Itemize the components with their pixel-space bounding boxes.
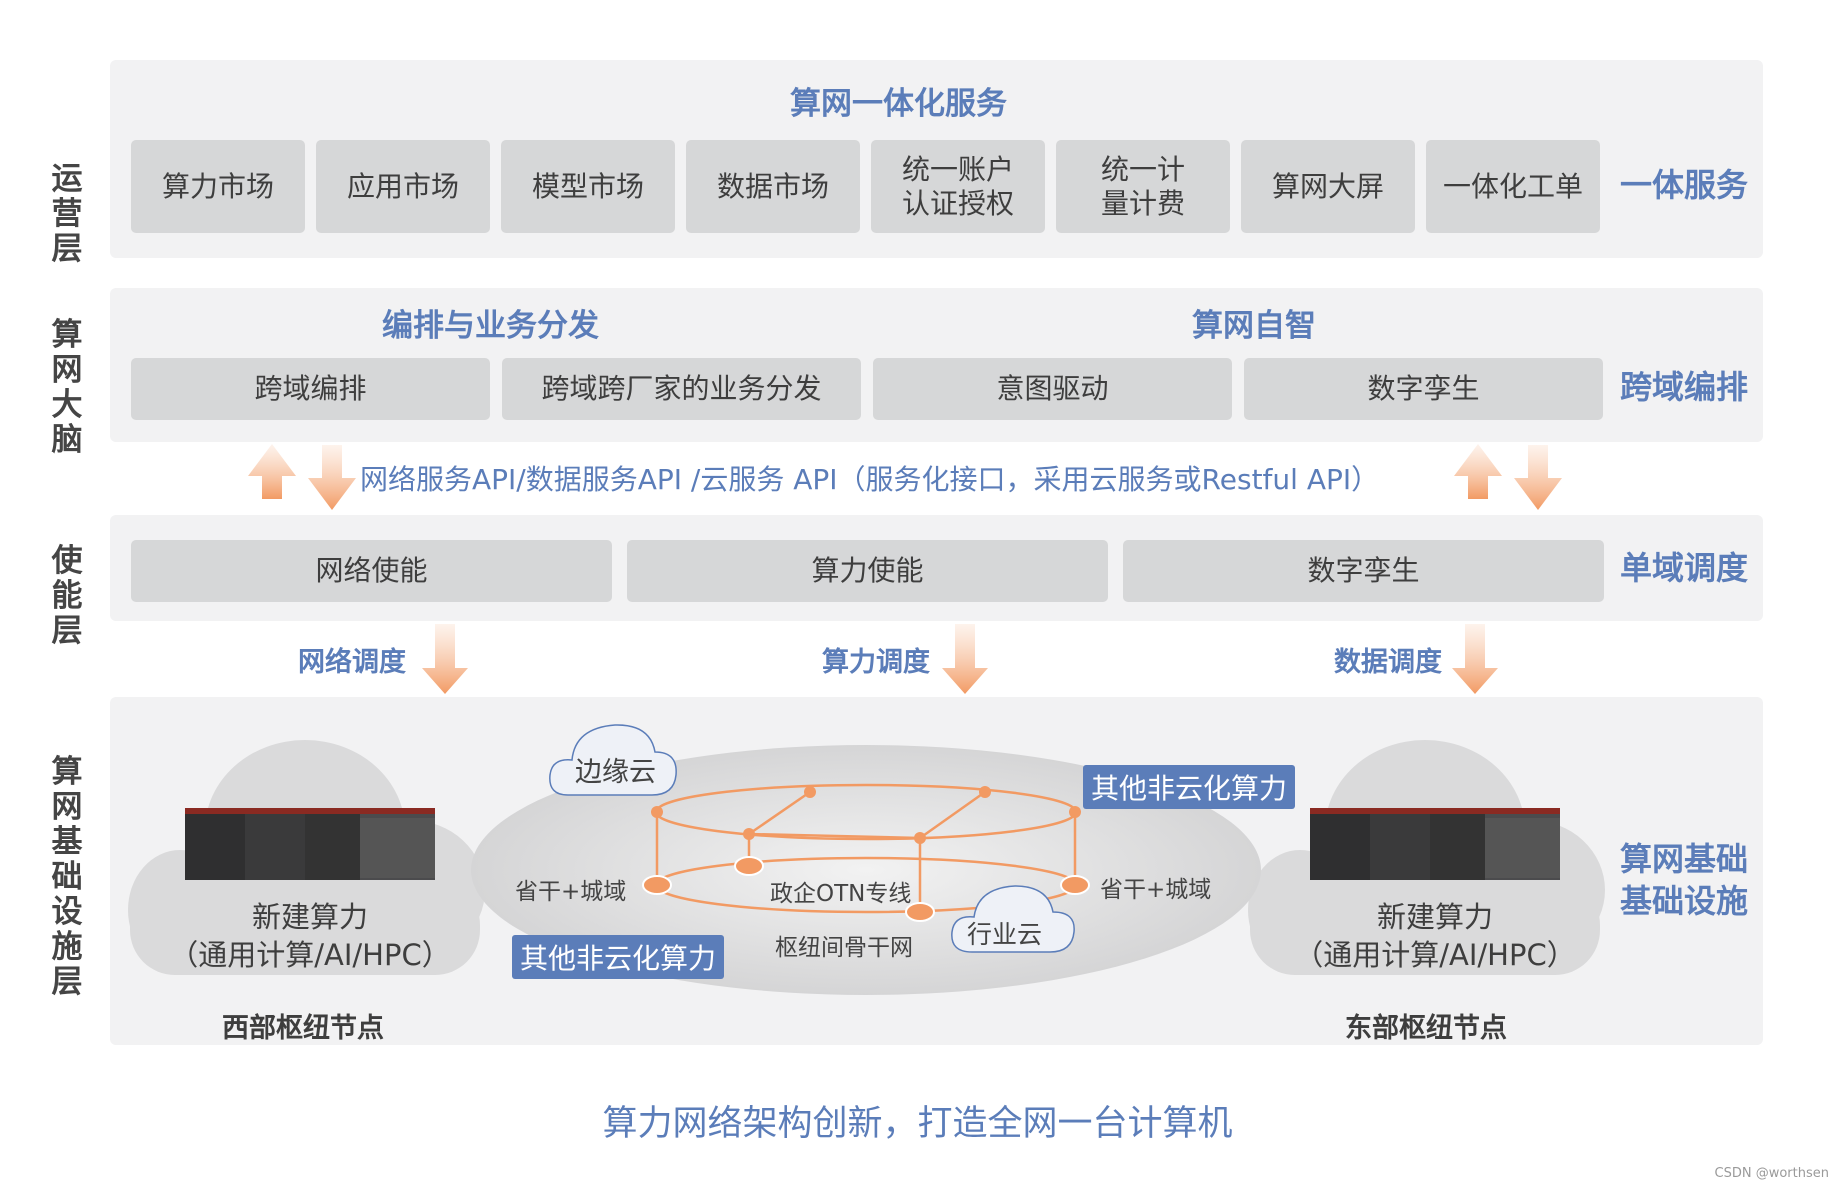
- enable-side-title: 单域调度: [1620, 549, 1749, 587]
- brain-side-title: 跨域编排: [1620, 368, 1749, 406]
- backbone-label: 枢纽间骨干网: [775, 935, 913, 961]
- ops-side-title: 一体服务: [1620, 166, 1749, 204]
- east-node-label: 东部枢纽节点: [1345, 1013, 1507, 1044]
- api-arrows-left: [248, 444, 356, 510]
- schedule-network: 网络调度: [298, 647, 406, 678]
- bottom-caption: 算力网络架构创新，打造全网一台计算机: [602, 1104, 1233, 1144]
- left-trunk-label: 省干+城域: [515, 879, 627, 905]
- enable-item-box-0: 网络使能: [131, 540, 612, 602]
- layer-label-brain: 算网大脑: [51, 317, 83, 458]
- ops-service-box-5: 统一计 量计费: [1056, 140, 1230, 233]
- other-compute-tag-left: 其他非云化算力: [512, 935, 725, 979]
- industry-cloud-label: 行业云: [967, 920, 1043, 949]
- otn-label: 政企OTN专线: [770, 881, 912, 907]
- industry-cloud-icon: [951, 885, 1075, 953]
- edge-cloud-icon: [549, 724, 677, 796]
- brain-item-box-0: 跨域编排: [131, 358, 490, 420]
- schedule-data: 数据调度: [1334, 647, 1442, 678]
- api-description: 网络服务API/数据服务API /云服务 API（服务化接口，采用云服务或Res…: [360, 463, 1380, 496]
- api-arrows-right: [1454, 444, 1562, 510]
- west-compute-label: 新建算力 （通用计算/AI/HPC）: [169, 900, 451, 972]
- network-nodes: [651, 786, 1081, 844]
- brain-item-box-1: 跨域跨厂家的业务分发: [502, 358, 861, 420]
- brain-title-left: 编排与业务分发: [382, 308, 599, 344]
- other-compute-tag-right: 其他非云化算力: [1083, 765, 1296, 809]
- right-trunk-label: 省干+城域: [1100, 877, 1212, 903]
- enable-item-box-1: 算力使能: [627, 540, 1108, 602]
- schedule-arrows: [422, 624, 1498, 694]
- east-server-racks: [1310, 808, 1560, 880]
- ops-service-box-2: 模型市场: [501, 140, 675, 233]
- west-node-label: 西部枢纽节点: [222, 1013, 384, 1044]
- schedule-compute: 算力调度: [822, 647, 930, 678]
- router-icons: [642, 856, 1090, 922]
- brain-item-box-2: 意图驱动: [873, 358, 1232, 420]
- layer-label-operation: 运营层: [51, 161, 83, 267]
- ops-title: 算网一体化服务: [790, 86, 1007, 122]
- enable-item-box-2: 数字孪生: [1123, 540, 1604, 602]
- layer-label-infra: 算网基础设施层: [51, 754, 83, 1000]
- layer-label-enable: 使能层: [51, 543, 83, 649]
- east-compute-label: 新建算力 （通用计算/AI/HPC）: [1294, 900, 1576, 972]
- ops-service-box-4: 统一账户 认证授权: [871, 140, 1045, 233]
- ops-service-box-6: 算网大屏: [1241, 140, 1415, 233]
- brain-title-right: 算网自智: [1192, 308, 1316, 344]
- ops-service-box-0: 算力市场: [131, 140, 305, 233]
- edge-cloud-label: 边缘云: [575, 757, 656, 788]
- ops-service-box-7: 一体化工单: [1426, 140, 1600, 233]
- watermark: CSDN @worthsen: [1714, 1166, 1829, 1181]
- west-server-racks: [185, 808, 435, 880]
- ops-service-box-1: 应用市场: [316, 140, 490, 233]
- ops-service-box-3: 数据市场: [686, 140, 860, 233]
- brain-item-box-3: 数字孪生: [1244, 358, 1603, 420]
- infra-side-title: 算网基础 基础设施: [1620, 840, 1749, 920]
